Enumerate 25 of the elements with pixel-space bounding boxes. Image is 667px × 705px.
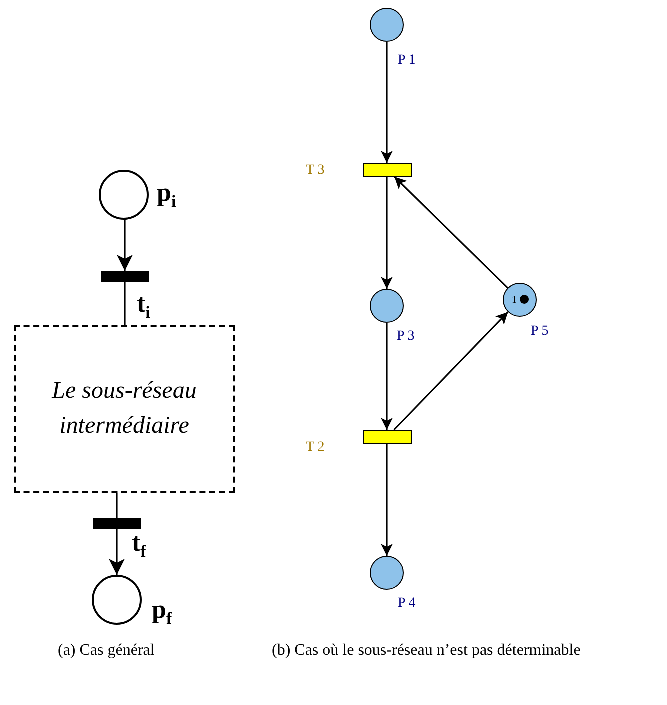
arrow	[381, 323, 393, 430]
transition-label: T 2	[306, 441, 325, 455]
arrow	[381, 444, 393, 556]
place-label: p$_{f}$	[152, 597, 172, 627]
place-label: P 4	[398, 597, 416, 611]
place-label: P 3	[397, 330, 415, 344]
transition-label: T 3	[306, 164, 325, 178]
subnet-box	[14, 325, 235, 493]
subfigure-caption: (a) Cas général	[58, 641, 156, 661]
connector-line	[124, 282, 126, 325]
subnet-label: Le sous-réseau intermédiaire	[50, 377, 198, 441]
arrow	[394, 176, 508, 289]
subfigure-caption: (b) Cas où le sous-réseau n’est pas déterminable	[272, 641, 582, 661]
arrow	[109, 529, 125, 575]
arrow	[394, 312, 509, 431]
arrow	[117, 220, 133, 271]
place-label: p$_{i}$	[157, 180, 176, 210]
transition-label: t$_{i}$	[137, 291, 150, 321]
place-label: P 1	[398, 54, 416, 68]
connector-line	[116, 493, 118, 518]
arrow	[381, 177, 393, 289]
transition-label: t$_{f}$	[132, 530, 146, 560]
arrow	[381, 42, 393, 163]
token-count: 1	[512, 296, 517, 306]
place-label: P 5	[531, 325, 549, 339]
